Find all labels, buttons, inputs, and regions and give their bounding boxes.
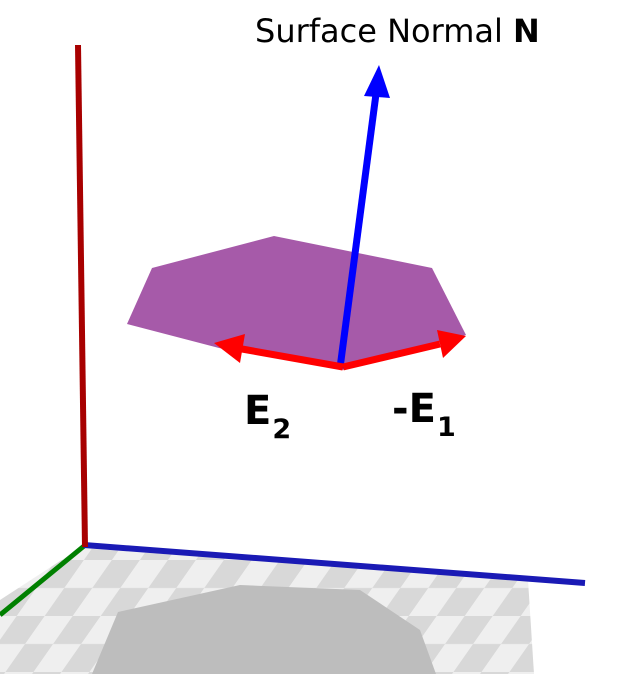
neg-e1-arrow-shaft (342, 340, 441, 371)
e1-subscript: 1 (436, 412, 456, 443)
vertical-axis (75, 44, 88, 548)
surface-polygon (127, 236, 466, 370)
e2-label: E2 (244, 388, 291, 445)
polygon-shadow (92, 585, 436, 674)
neg-e1-base: -E (392, 386, 436, 432)
normal-arrow-head (364, 65, 390, 98)
e2-base: E (244, 388, 272, 434)
normal-symbol: N (513, 12, 540, 50)
neg-e1-label: -E1 (392, 386, 456, 443)
surface-normal-text: Surface Normal (255, 12, 514, 50)
e2-arrow-head (214, 334, 245, 363)
horizontal-axis (83, 542, 586, 586)
surface-normal-label: Surface Normal N (255, 12, 540, 50)
e2-subscript: 2 (272, 414, 292, 445)
neg-e1-arrow-head (437, 330, 466, 358)
depth-axis (0, 544, 86, 617)
normal-arrow-shaft (336, 93, 380, 369)
e2-arrow-shaft (241, 345, 344, 371)
